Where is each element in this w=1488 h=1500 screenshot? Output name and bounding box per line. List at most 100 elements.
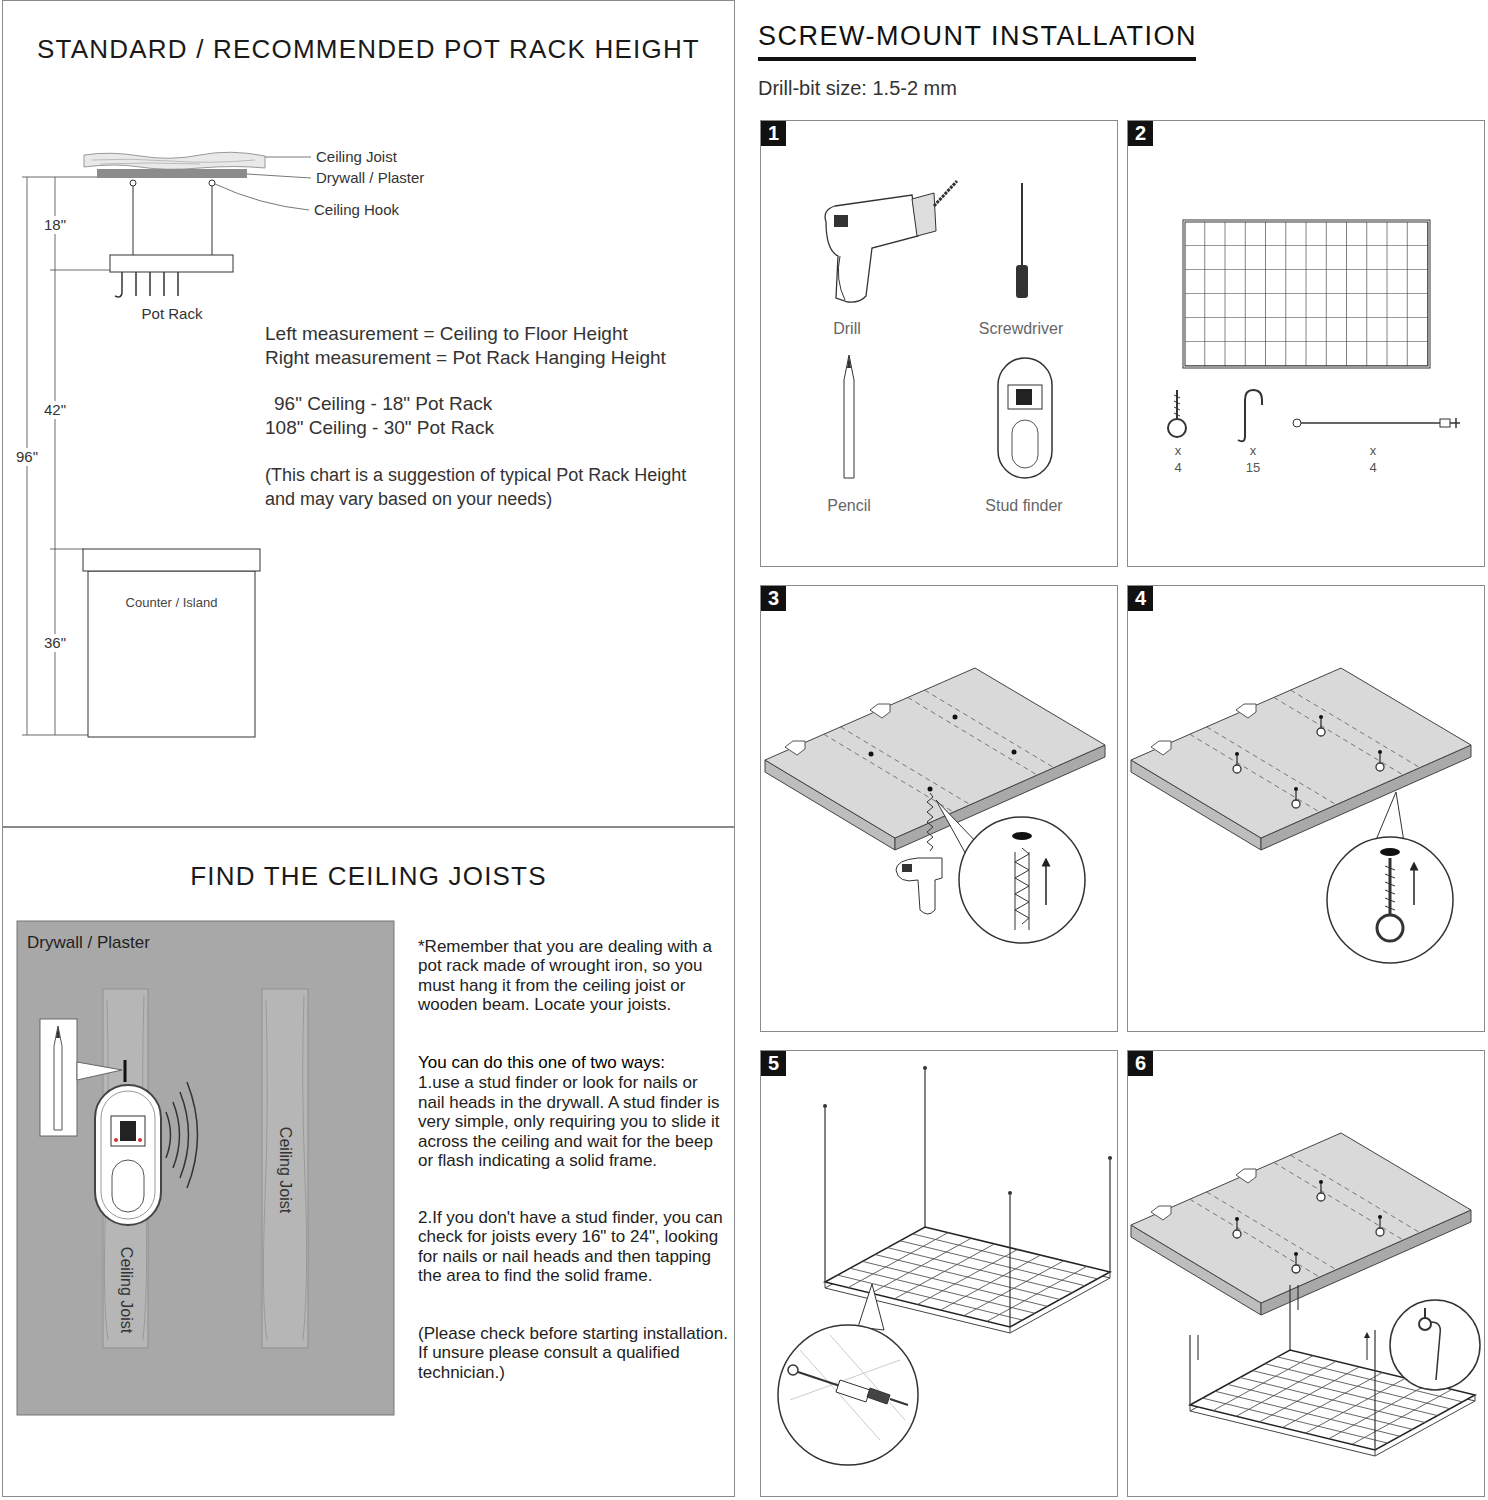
step-number: 2 [1128,121,1153,146]
drywall-area: Ceiling JoistCeiling JoistDrywall / Plas… [17,921,394,1415]
note-text: 1.use a stud finder or look for nails or… [418,1073,728,1170]
step-number: 4 [1128,586,1153,611]
dimension-label: 36" [42,634,68,652]
tools-drawing [838,256,845,300]
hanging-drawing [1317,1184,1325,1201]
hanging-drawing [1424,1308,1426,1318]
pot-rack-height-drawing [130,180,136,186]
quantity-label: x [1175,443,1182,459]
eye-screw-drawing [1380,848,1400,856]
quantity-label: x [1250,443,1257,459]
part-name: Drywall / Plaster [27,933,150,953]
step-box: 6 [1127,1050,1485,1497]
quantity-label: 4 [1369,460,1376,476]
drilling-drawing [1045,862,1047,905]
tools-drawing [1016,265,1028,298]
ceiling-joist: Ceiling Joist [103,989,148,1348]
pot-rack-height-drawing [84,152,265,169]
note-text: Left measurement = Ceiling to Floor Heig… [265,323,628,346]
drilling-drawing [953,715,958,720]
cable-drawing [890,1399,908,1405]
hanging-drawing [1131,1133,1471,1315]
step-number: 1 [761,121,786,146]
ceiling-joist-drawing [166,1082,198,1188]
ceiling-joist-drawing [138,1138,142,1142]
part-name: Counter / Island [126,595,218,611]
cable-drawing [798,1372,840,1386]
eye-screw-drawing [1389,858,1392,914]
pot-rack-height-drawing [110,255,233,272]
ceiling-joist-drawing [77,1062,122,1080]
dimension-label: 42" [42,401,68,419]
hanging-drawing [1292,1256,1300,1273]
callout-label: Drywall / Plaster [316,169,424,187]
hanging-drawing [1233,1221,1241,1238]
parts-drawing [1450,418,1460,428]
ceiling-joist-drawing [17,921,394,1415]
hanging-drawing [1190,1285,1375,1450]
eye-screw-drawing [1317,719,1325,736]
eye-screw-drawing [1294,787,1298,791]
cable-drawing [790,1335,905,1440]
pot-rack-height-drawing [215,157,311,210]
drilling-drawing [765,668,1105,943]
panel-title: FIND THE CEILING JOISTS [190,861,547,892]
quantity-label: x [1370,443,1377,459]
dimension-label: 96" [14,448,40,466]
tools-drawing [844,355,854,478]
parts-drawing [1185,222,1428,366]
step-box: 2 [1127,120,1485,567]
drilling-drawing [902,864,912,872]
parts-drawing [1238,390,1262,441]
hanging-drawing [1390,1300,1480,1390]
hanging-drawing [1294,1252,1298,1256]
drilling-drawing [1015,848,1029,924]
pot-rack-height-drawing [83,549,260,571]
callout-label: Ceiling Joist [316,148,397,166]
part-name: Pot Rack [142,305,203,323]
title-underline [758,57,1196,61]
step-box: 1 [760,120,1118,567]
tool-name: Drill [833,319,861,338]
cable-drawing [867,1388,890,1404]
hanging-drawing [1131,1133,1480,1456]
tools-drawing [847,355,851,368]
part-name: Ceiling Joist [275,1127,294,1213]
pot-rack-height-drawing [209,180,215,186]
tools-drawing [1021,183,1023,265]
drilling-drawing [896,858,942,914]
ceiling-joist-drawing [114,1138,118,1142]
pot-rack-height-drawing [133,186,212,255]
step-box: 4 [1127,585,1485,1032]
cable-drawing [1108,1156,1112,1160]
drilling-drawing [869,752,874,757]
note-text: (Please check before starting installati… [418,1324,728,1382]
cable-drawing [788,1365,798,1375]
title-underline [758,57,1196,61]
note-text: (This chart is a suggestion of typical P… [265,463,705,511]
hanging-drawing [1376,1219,1384,1236]
part-name: Ceiling Joist [116,1247,135,1333]
drilling-drawing [927,793,933,851]
eye-screw-drawing [1327,837,1453,963]
pot-rack-height-drawing [115,272,178,297]
ceiling-joist-drawing [124,1060,127,1082]
ceiling-joist-drawing [56,1026,60,1038]
ceiling-joist-drawing [111,1116,145,1146]
ceiling-joist: Ceiling Joist [262,989,308,1348]
tool-name: Screwdriver [979,319,1063,338]
counter-box: Counter / Island [83,549,260,737]
note-heading: You can do this one of two ways: [418,1053,728,1072]
eye-screw-drawing [1385,866,1395,910]
eye-screw-drawing [1413,866,1415,905]
drilling-drawing [765,668,1105,850]
cable-drawing [778,1325,918,1465]
eye-screw-drawing [1235,752,1239,756]
tools-drawing [1008,385,1042,409]
parts-drawing [1301,422,1440,424]
parts-drawing [1168,220,1460,441]
cable-drawing [923,1066,927,1070]
parts-drawing [1183,220,1430,368]
step-box: 5 [760,1050,1118,1497]
